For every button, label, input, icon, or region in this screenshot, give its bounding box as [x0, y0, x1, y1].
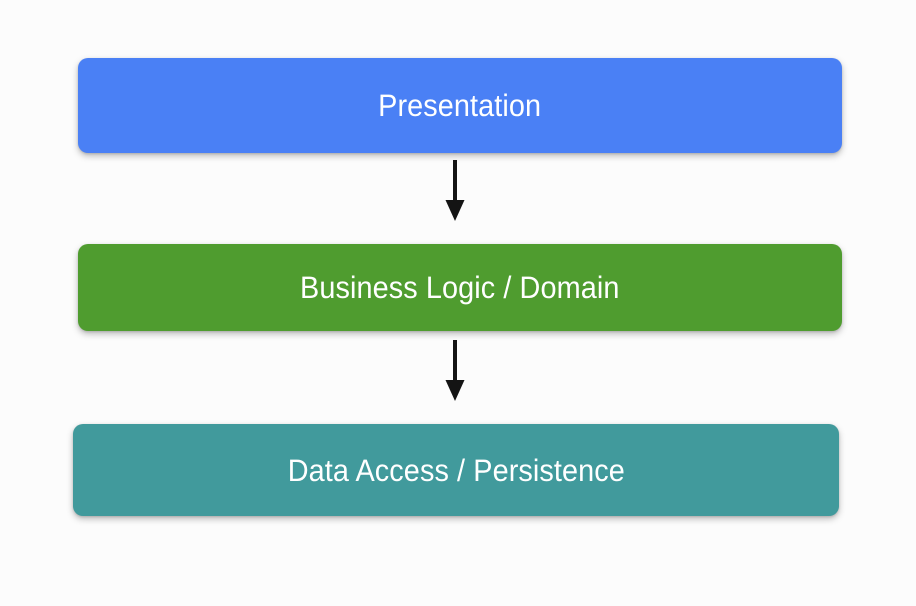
layer-label-data-access: Data Access / Persistence — [287, 452, 625, 488]
layer-box-presentation[interactable]: Presentation — [78, 58, 842, 153]
layer-label-presentation: Presentation — [378, 88, 542, 123]
down-arrow-icon-business-to-data — [445, 340, 465, 401]
layer-label-business-logic: Business Logic / Domain — [300, 270, 620, 305]
down-arrow-icon-presentation-to-business — [445, 160, 465, 221]
layer-box-data-access[interactable]: Data Access / Persistence — [73, 424, 839, 516]
layer-box-business-logic[interactable]: Business Logic / Domain — [78, 244, 842, 331]
